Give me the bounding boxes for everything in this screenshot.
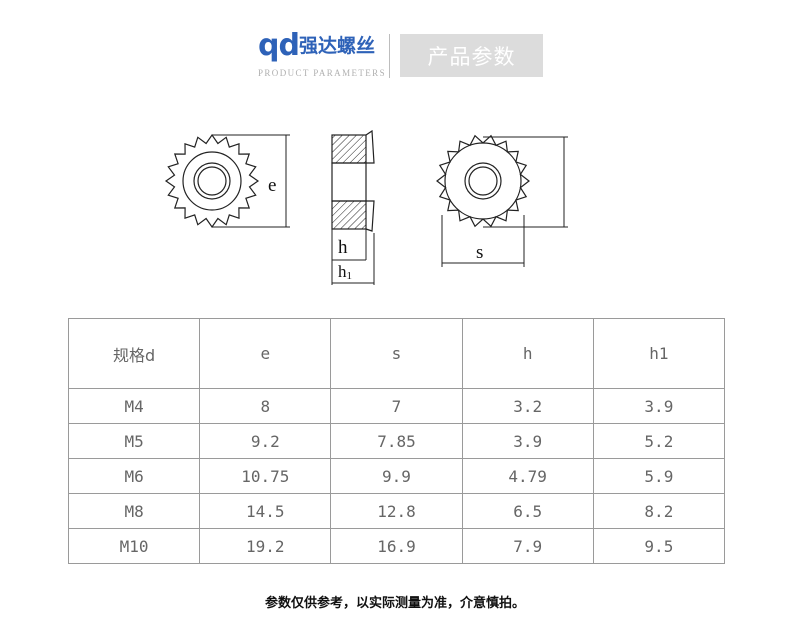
table-header-row: 规格d e s h h1: [67, 318, 726, 389]
table-cell: 8: [199, 388, 332, 424]
header-divider: [389, 34, 390, 78]
logo-subtitle: PRODUCT PARAMETERS: [258, 68, 386, 78]
right-view: [436, 134, 568, 267]
brand-logo: qd强达螺丝: [258, 30, 375, 62]
hex-body: [444, 142, 522, 220]
table-cell: M4: [67, 388, 201, 424]
logo-text: 强达螺丝: [298, 35, 375, 57]
table-cell: 3.9: [592, 388, 726, 424]
table-cell: 12.8: [330, 493, 463, 529]
col-header-s: s: [330, 318, 463, 389]
table-row: M10 19.2 16.9 7.9 9.5: [67, 528, 726, 564]
table-cell: 7: [330, 388, 463, 424]
table-cell: 7.85: [330, 423, 463, 459]
dim-h1-label: h1: [338, 262, 352, 282]
table-cell: 4.79: [461, 458, 594, 494]
table-row: M4 8 7 3.2 3.9: [67, 388, 726, 424]
disclaimer-note: 参数仅供参考，以实际测量为准，介意慎拍。: [264, 596, 525, 611]
dim-s-label: s: [476, 242, 483, 263]
col-header-h1: h1: [592, 318, 726, 389]
serrated-outline-right: [436, 134, 530, 228]
table-cell: 5.9: [592, 458, 726, 494]
table-cell: M5: [67, 423, 201, 459]
col-header-size: 规格d: [67, 318, 201, 389]
table-cell: 9.9: [330, 458, 463, 494]
page-title: 产品参数: [400, 34, 543, 77]
serrated-outline: [164, 133, 260, 229]
bore-outer: [193, 162, 231, 200]
table-row: M5 9.2 7.85 3.9 5.2: [67, 423, 726, 459]
table-cell: 10.75: [199, 458, 332, 494]
parameter-table: 规格d e s h h1 M4 8 7 3.2 3.9 M5 9.2 7.85 …: [67, 318, 726, 564]
table-row: M8 14.5 12.8 6.5 8.2: [67, 493, 726, 529]
header: qd强达螺丝 PRODUCT PARAMETERS 产品参数: [0, 0, 790, 90]
table-cell: 14.5: [199, 493, 332, 529]
table-cell: 9.2: [199, 423, 332, 459]
table-cell: 19.2: [199, 528, 332, 564]
bore-outer-right: [464, 162, 502, 200]
bore-inner: [197, 166, 227, 196]
logo-mark: qd: [258, 28, 300, 63]
front-view: [164, 133, 290, 229]
bore-inner-right: [468, 166, 498, 196]
nut-drawing-svg: e h h1 s: [164, 129, 568, 285]
col-header-h: h: [461, 318, 594, 389]
technical-drawing: e h h1 s: [150, 115, 600, 300]
table-cell: 3.9: [461, 423, 594, 459]
table-cell: M10: [67, 528, 201, 564]
col-header-e: e: [199, 318, 332, 389]
table-cell: 16.9: [330, 528, 463, 564]
table-cell: M8: [67, 493, 201, 529]
table-cell: 5.2: [592, 423, 726, 459]
table-row: M6 10.75 9.9 4.79 5.9: [67, 458, 726, 494]
table-cell: 9.5: [592, 528, 726, 564]
dim-h-label: h: [338, 237, 348, 258]
hex-circle: [182, 151, 242, 211]
table-cell: 6.5: [461, 493, 594, 529]
table-cell: 8.2: [592, 493, 726, 529]
table-cell: 3.2: [461, 388, 594, 424]
side-view: [331, 129, 375, 285]
dim-e-label: e: [268, 175, 276, 196]
table-cell: 7.9: [461, 528, 594, 564]
table-cell: M6: [67, 458, 201, 494]
